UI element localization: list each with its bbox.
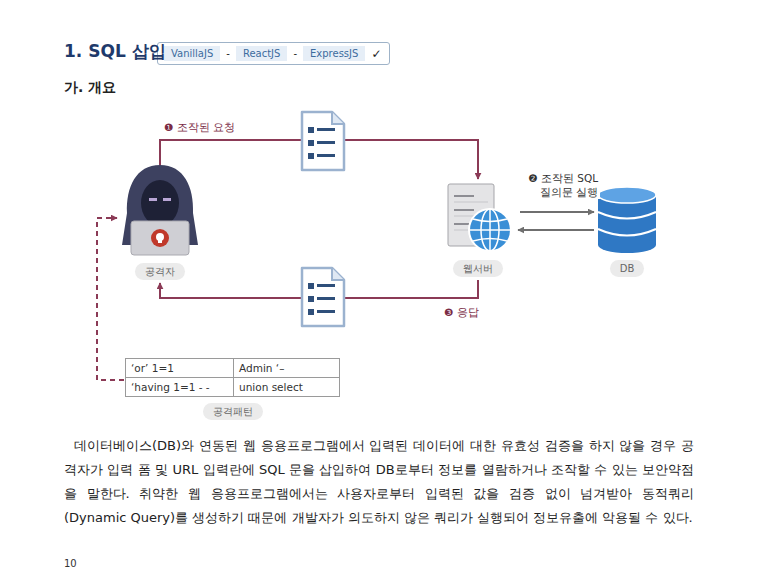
page-number: 10: [64, 558, 77, 569]
document-icon: [302, 268, 344, 326]
section-title: 1. SQL 삽입: [64, 40, 166, 63]
tag-separator: -: [293, 48, 297, 59]
check-mark: ✓: [371, 47, 381, 61]
step-label: ❷ 조작된 SQL 질의문 실행: [518, 171, 600, 199]
face: [141, 180, 179, 226]
node-label: 공격자: [135, 263, 185, 280]
server-slot: [454, 195, 474, 197]
flow-arrow: [518, 229, 594, 231]
table-cell: ‘having 1=1 - -: [126, 378, 233, 396]
db-bottom: [598, 237, 656, 253]
table-cell: Admin ‘–: [233, 359, 339, 378]
tag-separator: -: [226, 48, 230, 59]
tag-box: VanillaJS-ReactJS-ExpressJS✓: [157, 42, 390, 65]
server-icon: [440, 180, 516, 255]
db-icon: [592, 185, 662, 255]
db-band: [598, 212, 656, 236]
pattern-table: ‘or’ 1=1Admin ‘–‘having 1=1 - -union sel…: [125, 358, 340, 397]
attacker-node: 공격자: [118, 163, 202, 280]
eye: [149, 198, 157, 201]
node-label: DB: [610, 260, 645, 277]
server-slot: [454, 202, 488, 203]
node-label: 웹서버: [453, 260, 503, 277]
globe-parallel: [473, 219, 507, 241]
skull: [156, 233, 164, 241]
skull-badge: [151, 229, 169, 247]
skull-jaw: [158, 240, 162, 243]
table-cell: ‘or’ 1=1: [126, 359, 233, 378]
table-caption: 공격패턴: [203, 403, 263, 420]
body-paragraph: 데이터베이스(DB)와 연동된 웹 응용프로그램에서 입력된 데이터에 대한 유…: [64, 434, 694, 530]
server-slot: [454, 209, 474, 211]
table-cell: union select: [233, 378, 339, 396]
globe: [469, 209, 511, 251]
step-label: ❶ 조작된 요청: [162, 120, 237, 134]
flow-arrow: [520, 211, 594, 213]
step-label: ❸ 응답: [442, 305, 481, 319]
hacker-icon: [118, 163, 202, 258]
subsection-heading: 가. 개요: [64, 79, 116, 97]
db-top: [598, 187, 656, 203]
framework-tag: ReactJS: [236, 46, 288, 61]
attack-pattern-node: ‘or’ 1=1Admin ‘–‘having 1=1 - -union sel…: [125, 358, 340, 420]
eye: [163, 198, 171, 201]
framework-tag: VanillaJS: [164, 46, 220, 61]
laptop: [131, 221, 189, 255]
globe-equator: [469, 229, 511, 231]
database-node: DB: [592, 185, 662, 277]
document-icon: [302, 112, 344, 170]
dashed-connector: [97, 218, 124, 380]
webserver-node: 웹서버: [440, 180, 516, 277]
framework-tag: ExpressJS: [303, 46, 365, 61]
